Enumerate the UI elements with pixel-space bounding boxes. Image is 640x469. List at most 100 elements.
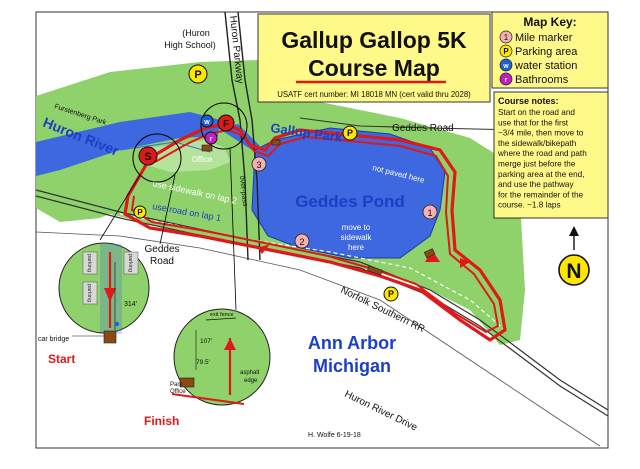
geddes-road-label-2: Road xyxy=(150,256,174,267)
key-label-mile: Mile marker xyxy=(515,32,573,44)
start-leader-2 xyxy=(159,174,176,245)
mile-marker-1 xyxy=(422,204,438,220)
start-inset-arrow xyxy=(104,288,116,302)
parking-marker-hs xyxy=(188,64,208,84)
start-marker-label: S xyxy=(144,151,151,163)
start-inset-parking-1 xyxy=(82,251,98,275)
geddes-road-top xyxy=(299,117,521,131)
mile-marker-3 xyxy=(251,156,267,172)
mile-marker-3-label: 3 xyxy=(256,160,261,170)
mile-marker-icon xyxy=(499,30,513,44)
move-sidewalk-label-3: here xyxy=(348,243,365,252)
start-label: Start xyxy=(48,352,75,366)
course-note-line: and use the pathway xyxy=(498,180,574,189)
office-label: Office xyxy=(192,155,213,164)
huron-river-drive-line xyxy=(35,231,601,447)
asphalt-label-1: asphalt xyxy=(240,370,260,376)
ann-arbor-label-2: Michigan xyxy=(313,356,391,376)
norfolk-southern-rr xyxy=(35,189,609,411)
race-route-return xyxy=(130,128,500,334)
course-note-line: parking area at the end, xyxy=(498,170,585,179)
title-line-1: Gallup Gallop 5K xyxy=(281,27,467,53)
map-key-heading: Map Key: xyxy=(523,15,576,29)
start-inset-distance: 314' xyxy=(124,301,137,308)
parking-marker-west-label: P xyxy=(137,208,143,217)
park-office-label-1: Park xyxy=(170,382,183,388)
start-inset-bridge xyxy=(103,330,117,344)
asphalt-label-2: edge xyxy=(244,378,258,384)
finish-inset-arrow xyxy=(224,338,236,350)
finish-zoom-ring xyxy=(200,102,248,150)
water-station-marker xyxy=(200,114,214,128)
finish-inset-dist1: 107' xyxy=(200,338,212,345)
parking-marker-hs-label: P xyxy=(194,69,201,81)
north-arrow-icon xyxy=(569,226,579,236)
move-sidewalk-label-1: move to xyxy=(342,223,371,232)
key-symbol-bath: r xyxy=(505,77,508,84)
parking-marker-west xyxy=(133,205,147,219)
finish-inset: exit fence 107' 79.5' asphalt edge Park … xyxy=(144,308,271,428)
parking-marker-gallup-label: P xyxy=(347,128,353,138)
start-leader-1 xyxy=(99,174,141,241)
title-line-2: Course Map xyxy=(308,55,440,81)
title-box xyxy=(257,13,491,103)
finish-label: Finish xyxy=(144,414,179,428)
route-arrow-1 xyxy=(425,250,440,262)
finish-marker-label: F xyxy=(223,119,229,130)
course-note-line: ~3/4 mile, then move to xyxy=(498,129,584,138)
key-item-bathrooms: r Bathrooms xyxy=(499,72,569,86)
author-label: H. Wolfe 6-19-18 xyxy=(308,432,361,439)
course-notes-box xyxy=(493,91,609,219)
car-bridge-label: car bridge xyxy=(38,336,69,343)
finish-marker xyxy=(217,114,235,132)
overpass-label: over-pass xyxy=(238,175,248,207)
course-note-line: Start on the road and xyxy=(498,108,575,117)
bridge-building xyxy=(367,265,383,276)
parking-icon xyxy=(499,44,513,58)
start-inset-water xyxy=(115,322,119,326)
bathroom-icon xyxy=(499,72,513,86)
north-label: N xyxy=(566,260,581,283)
key-item-water: w water station xyxy=(499,58,577,72)
key-symbol-mile: 1 xyxy=(504,33,509,42)
bathroom-marker-label: r xyxy=(210,136,213,143)
office-building xyxy=(201,144,213,152)
huron-parkway-road-2 xyxy=(237,11,261,261)
mile-marker-2-label: 2 xyxy=(299,237,304,247)
water-station-icon xyxy=(499,58,513,72)
finish-inset-office xyxy=(179,377,195,388)
move-sidewalk-label-2: sidewalk xyxy=(341,233,373,242)
geddes-pond xyxy=(251,127,446,259)
key-label-parking: Parking area xyxy=(515,46,578,58)
huron-hs-label-1: (Huron xyxy=(182,28,210,38)
finish-inset-route-lower xyxy=(171,393,245,405)
course-note-line: for the remainder of the xyxy=(498,190,584,199)
mile-marker-1-label: 1 xyxy=(427,208,432,218)
route-arrow-3 xyxy=(460,258,470,268)
cert-number: USATF cert number: MI 18018 MN (cert val… xyxy=(277,90,471,99)
shelter-building xyxy=(271,139,281,146)
key-item-parking: P Parking area xyxy=(499,44,578,58)
course-note-line: where the road and path xyxy=(497,149,587,158)
start-inset: parking parking parking 314' car bridge … xyxy=(38,242,150,366)
geddes-road-label-1: Geddes xyxy=(144,244,179,255)
finish-inset-circle xyxy=(173,308,271,406)
finish-inset-dist2: 79.5' xyxy=(196,359,210,366)
water-station-marker-label: w xyxy=(203,119,210,126)
course-note-line: the sidewalk/bikepath xyxy=(498,139,577,148)
parking-marker-gallup xyxy=(342,125,358,141)
geddes-pond-label: Geddes Pond xyxy=(295,192,405,211)
east-building xyxy=(423,248,436,259)
exit-fence-label: exit fence xyxy=(210,312,234,318)
mile-marker-2 xyxy=(294,233,310,249)
route-arrow-2 xyxy=(258,244,270,254)
key-label-water: water station xyxy=(514,60,577,72)
bathroom-marker xyxy=(204,131,218,145)
start-inset-parking-3 xyxy=(82,281,98,305)
course-note-line: merge just before the xyxy=(498,160,576,169)
huron-river-west xyxy=(36,112,220,176)
start-marker xyxy=(138,146,158,166)
